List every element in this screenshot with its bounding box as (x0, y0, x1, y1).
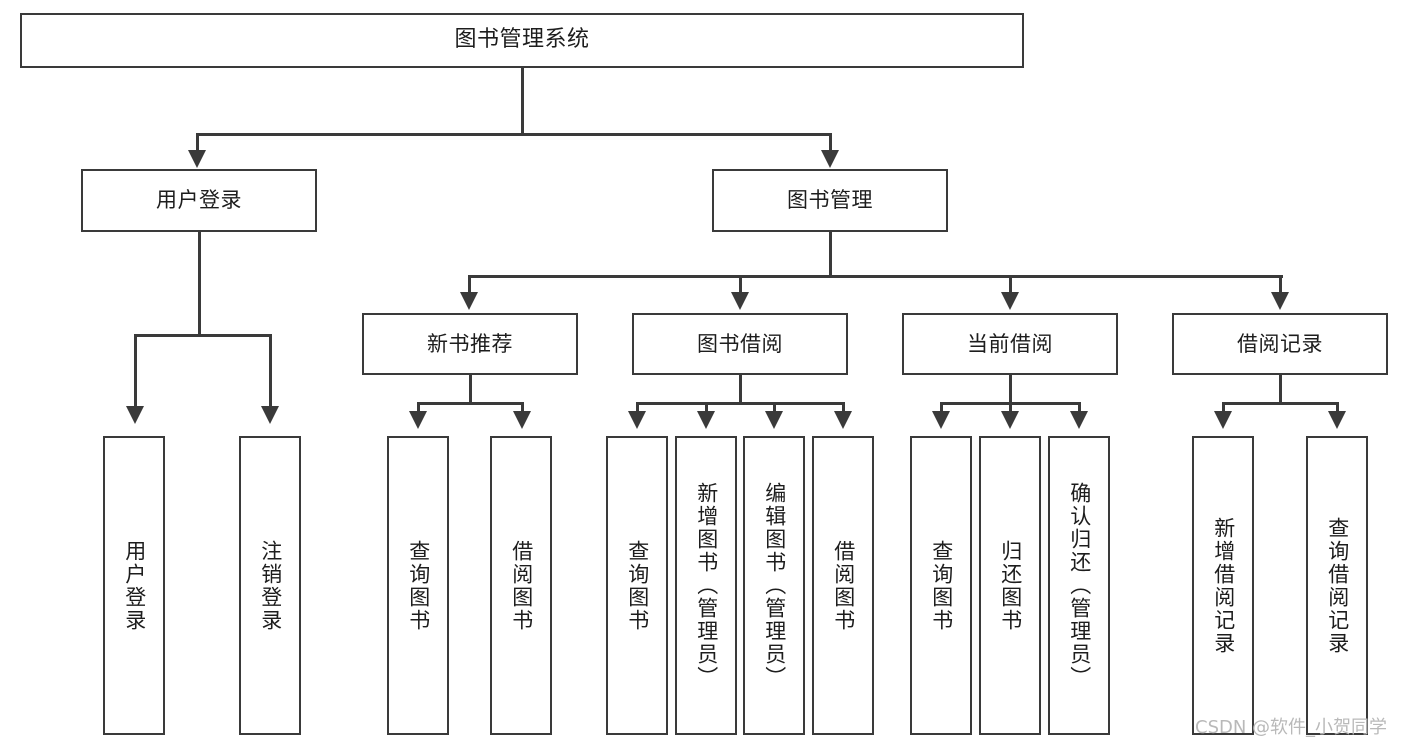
node-leaf-confirm-return[interactable]: 确认归还（管理员） (1048, 436, 1110, 735)
node-user-login-label: 用户登录 (156, 188, 242, 213)
arrow-book-manage-to-book-borrow (731, 292, 749, 310)
node-leaf-borrow-book-1[interactable]: 借阅图书 (490, 436, 552, 735)
connector-book-manage-to-book-borrow (739, 275, 742, 295)
node-leaf-edit-book[interactable]: 编辑图书（管理员） (743, 436, 805, 735)
connector-book-borrow-to-leaf-2 (705, 402, 708, 414)
node-book-manage[interactable]: 图书管理 (712, 169, 948, 232)
node-leaf-query-record[interactable]: 查询借阅记录 (1306, 436, 1368, 735)
node-leaf-query-book-1-label: 查询图书 (406, 539, 431, 632)
node-leaf-add-book-label: 新增图书（管理员） (694, 482, 719, 689)
arrow-book-borrow-to-leaf-2 (697, 411, 715, 429)
connector-borrow-record-stem (1279, 375, 1282, 404)
connector-root-stem (521, 68, 524, 135)
node-borrow-record[interactable]: 借阅记录 (1172, 313, 1388, 375)
connector-root-to-user-login (196, 133, 199, 153)
arrow-book-borrow-to-leaf-4 (834, 411, 852, 429)
connector-new-book-to-leaf-2 (521, 402, 524, 414)
arrow-user-login-to-leaf-2 (261, 406, 279, 424)
connector-new-book-to-leaf-1 (417, 402, 420, 414)
connector-new-book-bus (417, 402, 523, 405)
arrow-current-borrow-to-leaf-1 (932, 411, 950, 429)
node-leaf-borrow-book-1-label: 借阅图书 (509, 539, 534, 632)
node-leaf-query-book-2-label: 查询图书 (625, 539, 650, 632)
connector-book-manage-stem (829, 232, 832, 277)
connector-book-borrow-to-leaf-1 (636, 402, 639, 414)
csdn-watermark: CSDN @软件_小贺同学 (1195, 717, 1388, 738)
arrow-book-manage-to-new-book (460, 292, 478, 310)
node-book-borrow[interactable]: 图书借阅 (632, 313, 848, 375)
node-new-book-recommend[interactable]: 新书推荐 (362, 313, 578, 375)
connector-user-login-bus (134, 334, 269, 337)
arrow-user-login-to-leaf-1 (126, 406, 144, 424)
connector-current-borrow-to-leaf-2 (1009, 402, 1012, 414)
connector-current-borrow-to-leaf-3 (1078, 402, 1081, 414)
node-leaf-confirm-return-label: 确认归还（管理员） (1067, 482, 1092, 689)
arrow-borrow-record-to-leaf-1 (1214, 411, 1232, 429)
connector-user-login-stem (198, 232, 201, 336)
connector-book-borrow-bus (636, 402, 844, 405)
connector-user-login-to-leaf-1 (134, 334, 137, 409)
node-leaf-add-record[interactable]: 新增借阅记录 (1192, 436, 1254, 735)
node-leaf-user-login[interactable]: 用户登录 (103, 436, 165, 735)
node-leaf-borrow-book-2[interactable]: 借阅图书 (812, 436, 874, 735)
node-leaf-borrow-book-2-label: 借阅图书 (831, 539, 856, 632)
arrow-new-book-to-leaf-1 (409, 411, 427, 429)
arrow-current-borrow-to-leaf-2 (1001, 411, 1019, 429)
connector-book-manage-bus (468, 275, 1283, 278)
connector-user-login-to-leaf-2 (269, 334, 272, 409)
node-leaf-add-record-label: 新增借阅记录 (1211, 516, 1236, 655)
node-leaf-edit-book-label: 编辑图书（管理员） (762, 482, 787, 689)
connector-current-borrow-to-leaf-1 (940, 402, 943, 414)
arrow-book-borrow-to-leaf-3 (765, 411, 783, 429)
node-leaf-query-book-3[interactable]: 查询图书 (910, 436, 972, 735)
arrow-book-manage-to-borrow-record (1271, 292, 1289, 310)
arrow-book-manage-to-current-borrow (1001, 292, 1019, 310)
connector-book-borrow-stem (739, 375, 742, 404)
node-leaf-return-book[interactable]: 归还图书 (979, 436, 1041, 735)
node-borrow-record-label: 借阅记录 (1237, 331, 1323, 356)
node-leaf-query-book-3-label: 查询图书 (929, 539, 954, 632)
node-leaf-logout-label: 注销登录 (258, 539, 283, 632)
node-leaf-user-login-label: 用户登录 (122, 539, 147, 632)
node-leaf-query-book-2[interactable]: 查询图书 (606, 436, 668, 735)
node-book-manage-label: 图书管理 (787, 188, 873, 213)
arrow-book-borrow-to-leaf-1 (628, 411, 646, 429)
connector-current-borrow-stem (1009, 375, 1012, 404)
arrow-current-borrow-to-leaf-3 (1070, 411, 1088, 429)
node-leaf-return-book-label: 归还图书 (998, 539, 1023, 632)
node-leaf-query-record-label: 查询借阅记录 (1325, 516, 1350, 655)
connector-root-to-book-manage (829, 133, 832, 153)
connector-book-borrow-to-leaf-4 (842, 402, 845, 414)
node-user-login[interactable]: 用户登录 (81, 169, 317, 232)
arrow-root-to-user-login (188, 150, 206, 168)
connector-book-borrow-to-leaf-3 (773, 402, 776, 414)
connector-book-manage-to-borrow-record (1279, 275, 1282, 295)
node-leaf-logout[interactable]: 注销登录 (239, 436, 301, 735)
arrow-new-book-to-leaf-2 (513, 411, 531, 429)
connector-borrow-record-to-leaf-2 (1336, 402, 1339, 414)
node-new-book-recommend-label: 新书推荐 (427, 331, 513, 356)
arrow-borrow-record-to-leaf-2 (1328, 411, 1346, 429)
connector-new-book-stem (469, 375, 472, 404)
node-book-borrow-label: 图书借阅 (697, 331, 783, 356)
connector-root-bus (196, 133, 831, 136)
connector-borrow-record-to-leaf-1 (1222, 402, 1225, 414)
node-root[interactable]: 图书管理系统 (20, 13, 1024, 68)
arrow-root-to-book-manage (821, 150, 839, 168)
node-root-label: 图书管理系统 (454, 27, 590, 53)
node-current-borrow-label: 当前借阅 (967, 331, 1053, 356)
connector-borrow-record-bus (1222, 402, 1338, 405)
connector-book-manage-to-current-borrow (1009, 275, 1012, 295)
node-leaf-add-book[interactable]: 新增图书（管理员） (675, 436, 737, 735)
node-current-borrow[interactable]: 当前借阅 (902, 313, 1118, 375)
connector-book-manage-to-new-book (468, 275, 471, 295)
node-leaf-query-book-1[interactable]: 查询图书 (387, 436, 449, 735)
